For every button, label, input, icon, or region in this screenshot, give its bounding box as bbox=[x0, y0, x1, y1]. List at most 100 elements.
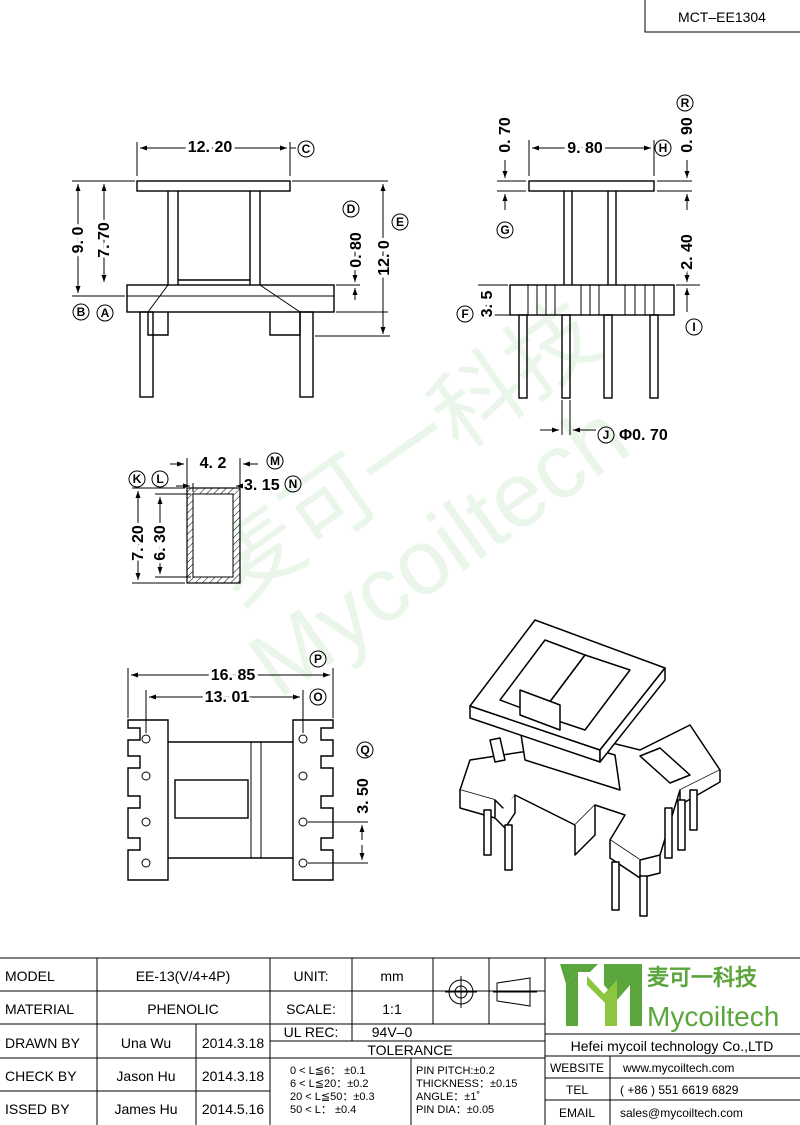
cone-symbol-icon bbox=[493, 977, 537, 1007]
side-dim-d: 3. 5 bbox=[479, 291, 496, 318]
drawing-number: MCT–EE1304 bbox=[678, 9, 766, 25]
svg-text:P: P bbox=[314, 652, 322, 666]
logo-mark-top bbox=[560, 964, 598, 984]
tol-right-3: ANGLE：±1˚ bbox=[416, 1091, 480, 1103]
label-q: Q bbox=[356, 741, 374, 759]
svg-text:I: I bbox=[692, 320, 695, 334]
side-dim-c: 2. 40 bbox=[679, 234, 696, 270]
email-value: sales@mycoiltech.com bbox=[620, 1106, 743, 1120]
company-name-en: Mycoiltech bbox=[647, 1001, 779, 1032]
section-dim-h-outer: 7. 20 bbox=[130, 525, 147, 561]
unit-value: mm bbox=[380, 968, 403, 984]
svg-text:G: G bbox=[500, 223, 509, 237]
label-j: J bbox=[597, 426, 615, 444]
bottom-dim-pitch: 3. 50 bbox=[355, 778, 372, 814]
website-value: www.mycoiltech.com bbox=[622, 1061, 734, 1075]
row-check-label: CHECK BY bbox=[5, 1068, 77, 1084]
svg-text:C: C bbox=[302, 142, 311, 156]
label-l: L bbox=[151, 470, 169, 488]
svg-text:K: K bbox=[133, 472, 142, 486]
tol-right-2: THICKNESS：±0.15 bbox=[416, 1078, 517, 1090]
bottom-dim-total: 16. 85 bbox=[211, 667, 256, 684]
svg-text:R: R bbox=[681, 96, 690, 110]
scale-value: 1:1 bbox=[382, 1001, 402, 1017]
svg-text:L: L bbox=[156, 472, 163, 486]
ul-label: UL REC: bbox=[284, 1024, 339, 1040]
ul-value: 94V–0 bbox=[372, 1024, 413, 1040]
label-h: H bbox=[654, 139, 672, 157]
section-view: 4. 2 3. 15 7. 20 6. 30 K L M N bbox=[127, 452, 302, 584]
tolerance-title: TOLERANCE bbox=[367, 1042, 452, 1058]
label-m: M bbox=[266, 452, 284, 470]
svg-text:N: N bbox=[289, 477, 298, 491]
label-n: N bbox=[284, 475, 302, 493]
label-g: G bbox=[496, 221, 514, 239]
front-dim-body-h: 7. 70 bbox=[96, 222, 113, 258]
title-block: MODEL MATERIAL DRAWN BY CHECK BY ISSED B… bbox=[0, 957, 800, 1125]
side-dim-a: 0. 70 bbox=[497, 117, 514, 153]
side-dim-pin: Φ0. 70 bbox=[619, 427, 668, 444]
row-drawn-label: DRAWN BY bbox=[5, 1035, 81, 1051]
label-r: R bbox=[676, 94, 694, 112]
svg-text:F: F bbox=[461, 307, 468, 321]
svg-text:A: A bbox=[101, 306, 110, 320]
svg-text:B: B bbox=[77, 305, 86, 319]
isometric-view bbox=[459, 619, 721, 917]
front-dim-overall-h: 12. 0 bbox=[376, 240, 393, 276]
svg-text:M: M bbox=[270, 454, 280, 468]
row-material-label: MATERIAL bbox=[5, 1001, 74, 1017]
website-label: WEBSITE bbox=[550, 1061, 604, 1075]
check-by-value: Jason Hu bbox=[116, 1068, 175, 1084]
front-view: 12. 20 9. 0 7. 70 0. 80 12. 0 C D E B A bbox=[67, 136, 409, 398]
section-dim-w-inner: 3. 15 bbox=[244, 477, 280, 494]
section-dim-h-inner: 6. 30 bbox=[152, 525, 169, 561]
side-view: 9. 80 0. 70 0. 90 2. 40 3. 5 Φ0. 70 R H … bbox=[456, 94, 703, 444]
side-dim-top: 9. 80 bbox=[567, 140, 603, 157]
front-dim-top: 12. 20 bbox=[188, 139, 233, 156]
svg-text:D: D bbox=[347, 202, 356, 216]
tel-value: ( +86 ) 551 6619 6829 bbox=[620, 1083, 739, 1097]
label-c: C bbox=[297, 140, 315, 158]
company-full-name: Hefei mycoil technology Co.,LTD bbox=[571, 1038, 774, 1054]
front-dim-flange: 0. 80 bbox=[348, 232, 365, 268]
drawn-by-value: Una Wu bbox=[121, 1035, 171, 1051]
unit-label: UNIT: bbox=[294, 968, 329, 984]
scale-label: SCALE: bbox=[286, 1001, 336, 1017]
label-e: E bbox=[391, 213, 409, 231]
label-a: A bbox=[96, 304, 114, 322]
svg-text:E: E bbox=[396, 215, 404, 229]
row-issued-label: ISSED BY bbox=[5, 1101, 70, 1117]
side-ribs bbox=[536, 285, 646, 315]
tol-left-1: 0 < L≦6： ±0.1 bbox=[290, 1065, 366, 1077]
svg-text:H: H bbox=[659, 141, 668, 155]
model-value: EE-13(V/4+4P) bbox=[136, 968, 231, 984]
bottom-pins bbox=[141, 734, 308, 868]
tol-left-2: 6 < L≦20：±0.2 bbox=[290, 1078, 369, 1090]
tol-left-4: 50 < L： ±0.4 bbox=[290, 1104, 356, 1116]
row-model-label: MODEL bbox=[5, 968, 55, 984]
label-k: K bbox=[128, 470, 146, 488]
section-dim-w-outer: 4. 2 bbox=[200, 455, 227, 472]
tol-right-4: PIN DIA：±0.05 bbox=[416, 1104, 494, 1116]
side-dim-b: 0. 90 bbox=[679, 117, 696, 153]
label-o: O bbox=[309, 688, 327, 706]
issued-by-value: James Hu bbox=[114, 1101, 177, 1117]
label-i: I bbox=[685, 318, 703, 336]
email-label: EMAIL bbox=[559, 1106, 595, 1120]
bottom-view: 16. 85 13. 01 3. 50 P O Q bbox=[127, 650, 375, 881]
tel-label: TEL bbox=[566, 1083, 588, 1097]
svg-text:Q: Q bbox=[360, 743, 369, 757]
label-f: F bbox=[456, 305, 474, 323]
svg-text:O: O bbox=[313, 690, 322, 704]
label-b: B bbox=[72, 303, 90, 321]
drawn-date: 2014.3.18 bbox=[202, 1035, 264, 1051]
label-d: D bbox=[342, 200, 360, 218]
label-p: P bbox=[309, 650, 327, 668]
projection-symbol-icon bbox=[445, 976, 477, 1008]
drawing-number-box: MCT–EE1304 bbox=[644, 0, 800, 33]
company-logo bbox=[560, 964, 642, 1026]
tol-left-3: 20 < L≦50：±0.3 bbox=[290, 1091, 375, 1103]
bottom-dim-pin-span: 13. 01 bbox=[205, 689, 250, 706]
svg-text:J: J bbox=[603, 428, 610, 442]
